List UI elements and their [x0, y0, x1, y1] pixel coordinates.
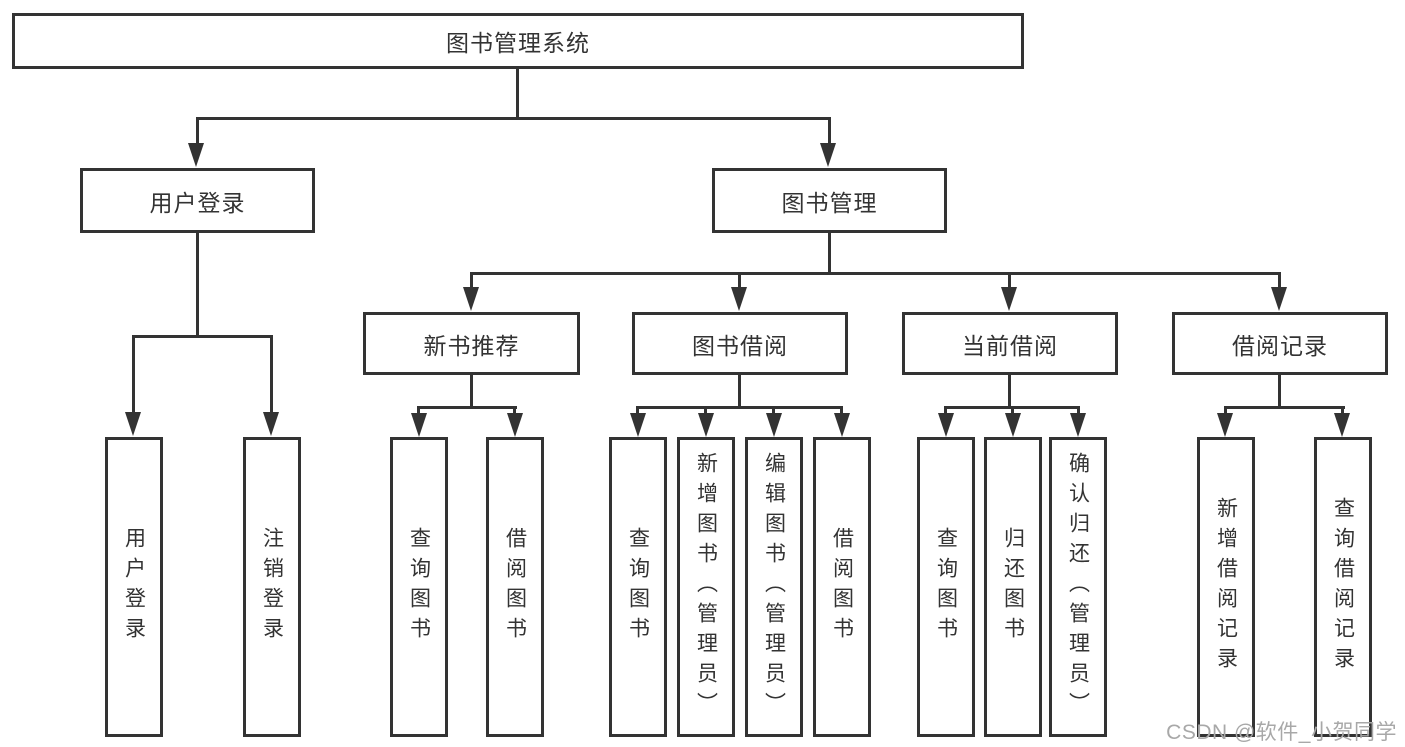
arrowhead-icon	[731, 287, 747, 311]
node-label: 借阅图书	[503, 527, 527, 647]
node-label: 图书管理系统	[446, 30, 590, 56]
arrowhead-icon	[938, 413, 954, 437]
connector-line	[132, 335, 273, 338]
arrowhead-icon	[188, 143, 204, 167]
node-label: 用户登录	[122, 527, 146, 647]
node-label: 借阅记录	[1232, 332, 1328, 359]
node-label: 图书借阅	[692, 332, 788, 359]
connector-line	[270, 335, 273, 415]
connector-line	[828, 117, 831, 147]
node-label: 查询图书	[626, 527, 650, 647]
node-label: 当前借阅	[962, 332, 1058, 359]
arrowhead-icon	[698, 413, 714, 437]
leaf-query-books-recommend: 查询图书	[390, 437, 448, 737]
node-label: 编辑图书（管理员）	[762, 452, 786, 722]
arrowhead-icon	[834, 413, 850, 437]
connector-line	[196, 233, 199, 337]
arrowhead-icon	[1005, 413, 1021, 437]
connector-line	[196, 117, 831, 120]
node-label: 查询借阅记录	[1331, 497, 1355, 677]
leaf-query-books-borrow: 查询图书	[609, 437, 667, 737]
leaf-edit-books-admin: 编辑图书（管理员）	[745, 437, 803, 737]
node-user-login-group: 用户登录	[80, 168, 315, 233]
node-library-management-system: 图书管理系统	[12, 13, 1024, 69]
connector-line	[1224, 406, 1345, 409]
node-new-book-recommend: 新书推荐	[363, 312, 580, 375]
arrowhead-icon	[1001, 287, 1017, 311]
node-label: 新增图书（管理员）	[694, 452, 718, 722]
leaf-add-borrow-record: 新增借阅记录	[1197, 437, 1255, 737]
node-label: 用户登录	[149, 189, 246, 216]
connector-line	[704, 406, 707, 418]
arrowhead-icon	[820, 143, 836, 167]
leaf-borrow-books-recommend: 借阅图书	[486, 437, 544, 737]
connector-line	[1278, 375, 1281, 408]
connector-line	[1008, 272, 1011, 290]
arrowhead-icon	[1217, 413, 1233, 437]
connector-line	[417, 406, 517, 409]
connector-line	[516, 69, 519, 118]
connector-line	[196, 117, 199, 147]
connector-line	[1011, 406, 1014, 418]
connector-line	[470, 272, 1281, 275]
connector-line	[738, 375, 741, 408]
arrowhead-icon	[463, 287, 479, 311]
node-label: 查询图书	[407, 527, 431, 647]
leaf-borrow-books: 借阅图书	[813, 437, 871, 737]
connector-line	[132, 335, 135, 415]
connector-line	[1224, 406, 1227, 418]
connector-line	[1077, 406, 1080, 418]
leaf-return-books: 归还图书	[984, 437, 1042, 737]
node-label: 确认归还（管理员）	[1066, 452, 1090, 722]
leaf-logout: 注销登录	[243, 437, 301, 737]
connector-line	[636, 406, 843, 409]
connector-line	[738, 272, 741, 290]
arrowhead-icon	[411, 413, 427, 437]
arrowhead-icon	[1334, 413, 1350, 437]
arrowhead-icon	[766, 413, 782, 437]
connector-line	[1008, 375, 1011, 408]
node-label: 借阅图书	[830, 527, 854, 647]
connector-line	[417, 406, 420, 418]
node-book-management: 图书管理	[712, 168, 947, 233]
arrowhead-icon	[630, 413, 646, 437]
connector-line	[513, 406, 516, 418]
node-label: 新增借阅记录	[1214, 497, 1238, 677]
node-book-borrow: 图书借阅	[632, 312, 848, 375]
node-current-borrow: 当前借阅	[902, 312, 1118, 375]
connector-line	[470, 272, 473, 290]
connector-line	[828, 233, 831, 275]
connector-line	[636, 406, 639, 418]
node-label: 新书推荐	[423, 332, 520, 359]
leaf-add-books-admin: 新增图书（管理员）	[677, 437, 735, 737]
csdn-watermark: CSDN @软件_小贺同学	[1166, 721, 1397, 744]
leaf-user-login: 用户登录	[105, 437, 163, 737]
arrowhead-icon	[1070, 413, 1086, 437]
connector-line	[470, 375, 473, 408]
node-borrow-records: 借阅记录	[1172, 312, 1388, 375]
arrowhead-icon	[125, 412, 141, 436]
arrowhead-icon	[507, 413, 523, 437]
connector-line	[772, 406, 775, 418]
leaf-query-books-current: 查询图书	[917, 437, 975, 737]
arrowhead-icon	[263, 412, 279, 436]
node-label: 归还图书	[1001, 527, 1025, 647]
connector-line	[840, 406, 843, 418]
leaf-confirm-return-admin: 确认归还（管理员）	[1049, 437, 1107, 737]
leaf-query-borrow-record: 查询借阅记录	[1314, 437, 1372, 737]
connector-line	[1341, 406, 1344, 418]
node-label: 注销登录	[260, 527, 284, 647]
node-label: 图书管理	[781, 189, 878, 216]
node-label: 查询图书	[934, 527, 958, 647]
connector-line	[1278, 272, 1281, 290]
connector-line	[944, 406, 947, 418]
arrowhead-icon	[1271, 287, 1287, 311]
